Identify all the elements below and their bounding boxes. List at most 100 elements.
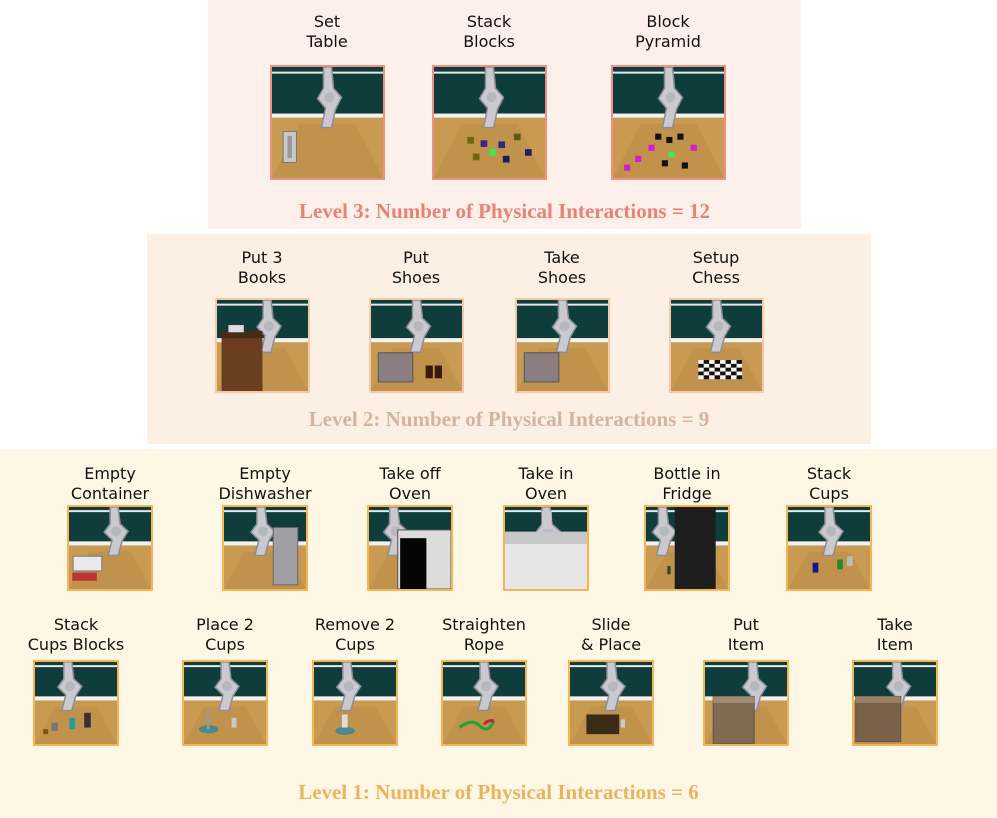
robot-arm xyxy=(103,507,130,557)
robot-arm xyxy=(600,662,626,712)
task-label-line: Oven xyxy=(388,484,432,503)
task-label-line: Container xyxy=(70,484,150,503)
task-thumbnail xyxy=(503,505,589,591)
task-label-line: Put xyxy=(403,248,429,267)
robot-arm xyxy=(705,300,731,353)
task-thumbnail xyxy=(644,505,730,591)
task-label-line: Fridge xyxy=(662,484,712,503)
task-label-line: Cups xyxy=(809,484,849,503)
level-2-title: Level 2: Number of Physical Interactions… xyxy=(308,407,710,431)
task-thumbnail xyxy=(431,65,547,180)
robot-arm xyxy=(473,662,499,712)
robot-arm xyxy=(249,507,276,557)
task-label-line: Item xyxy=(876,635,914,654)
task-label-line: Oven xyxy=(524,484,568,503)
task-label-line: Setup xyxy=(692,248,740,267)
task-thumbnail xyxy=(368,298,464,393)
task-label-line: Take xyxy=(544,248,580,267)
task-thumbnail xyxy=(182,660,268,746)
task-thumbnail xyxy=(67,505,153,591)
task-thumbnail xyxy=(852,660,938,746)
task-thumbnail xyxy=(33,660,119,746)
task-label-line: Shoes xyxy=(391,268,441,287)
robot-arm xyxy=(335,662,362,712)
task-label-line: Cups xyxy=(335,635,375,654)
task-label: Slide& Place xyxy=(531,615,691,655)
task-label-line: Pyramid xyxy=(635,32,701,51)
robot-arm xyxy=(56,662,83,712)
task-thumbnail xyxy=(441,660,527,746)
robot-arm xyxy=(741,662,768,712)
task-thumbnail xyxy=(214,298,310,393)
task-label-line: Stack xyxy=(53,615,99,634)
task-label-line: Shoes xyxy=(537,268,587,287)
task-label-line: Stack xyxy=(466,12,512,31)
task-label-line: Place 2 xyxy=(196,615,254,634)
task-label-line: Dishwasher xyxy=(218,484,312,503)
task-label-line: Take in xyxy=(518,464,574,483)
task-label-line: Empty xyxy=(84,464,136,483)
task-label-line: Bottle in xyxy=(653,464,721,483)
task-label-line: Put 3 xyxy=(241,248,283,267)
task-label-line: Put xyxy=(733,615,759,634)
robot-arm xyxy=(214,662,240,712)
task-thumbnail xyxy=(367,505,453,591)
task-label-line: Slide xyxy=(591,615,631,634)
robot-arm xyxy=(818,507,844,557)
task-thumbnail xyxy=(222,505,308,591)
robot-arm xyxy=(551,300,577,353)
robot-arm xyxy=(657,67,683,129)
task-label-line: Remove 2 xyxy=(314,615,396,634)
robot-arm xyxy=(651,507,678,557)
task-label-line: Cups Blocks xyxy=(27,635,125,654)
task-label-line: Rope xyxy=(463,635,505,654)
task-thumbnail xyxy=(568,660,654,746)
level-3-title: Level 3: Number of Physical Interactions… xyxy=(298,199,711,223)
task-label-line: & Place xyxy=(580,635,642,654)
task-label-line: Blocks xyxy=(463,32,515,51)
robot-arm xyxy=(478,67,504,129)
task-thumbnail xyxy=(703,660,789,746)
task-label-line: Cups xyxy=(205,635,245,654)
task-label-line: Block xyxy=(646,12,690,31)
task-label-line: Set xyxy=(313,12,341,31)
task-thumbnail xyxy=(312,660,398,746)
task-thumbnail xyxy=(514,298,610,393)
task-label-line: Chess xyxy=(692,268,740,287)
task-label-line: Item xyxy=(727,635,765,654)
task-label-line: Table xyxy=(306,32,348,51)
task-label-line: Books xyxy=(237,268,287,287)
task-thumbnail xyxy=(610,65,726,180)
robot-arm xyxy=(255,300,282,353)
task-label-line: Empty xyxy=(239,464,291,483)
robot-arm xyxy=(405,300,431,353)
task-label-line: Stack xyxy=(806,464,852,483)
task-label-line: Take xyxy=(877,615,913,634)
robot-arm xyxy=(316,67,342,129)
task-label-line: Take off xyxy=(379,464,441,483)
task-thumbnail xyxy=(269,65,385,180)
task-thumbnail xyxy=(668,298,764,393)
task-label-line: Straighten xyxy=(442,615,526,634)
task-thumbnail xyxy=(786,505,872,591)
level-1-title: Level 1: Number of Physical Interactions… xyxy=(298,780,699,804)
